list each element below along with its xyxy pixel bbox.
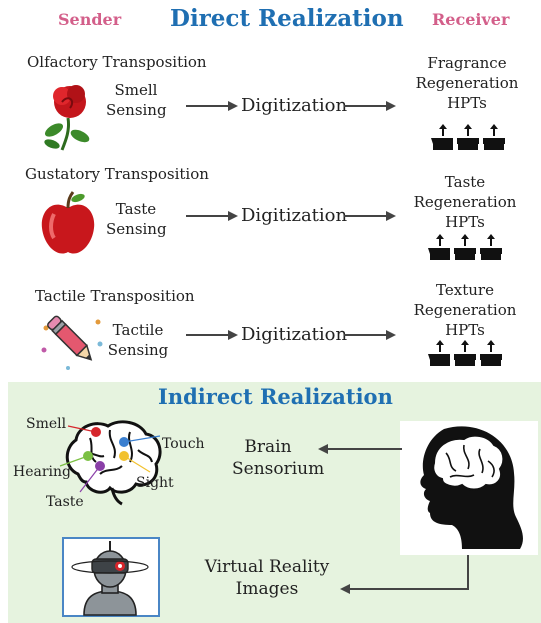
brain-sensorium-label: Brain Sensorium <box>232 436 325 480</box>
row3-arrow-left <box>186 330 238 340</box>
brain-label-hearing: Hearing <box>13 464 71 480</box>
receiver-header: Receiver <box>432 10 510 29</box>
row1-receiver-label: Fragrance Regeneration HPTs <box>402 53 532 113</box>
smell-sensing-line2: Sensing <box>106 101 167 119</box>
virtual-reality-images-label: Virtual Reality Images <box>202 556 332 600</box>
brain-label-sight: Sight <box>136 475 174 491</box>
taste-sensing-line2: Sensing <box>106 220 167 238</box>
tactile-sensing-label: Tactile Sensing <box>106 320 170 360</box>
row1-digitization: Digitization <box>241 95 348 116</box>
vr-user-icon <box>71 541 149 616</box>
row2-hpt-icon <box>428 234 502 260</box>
smell-sensing-line1: Smell <box>114 81 158 99</box>
row3-arrow-right <box>344 330 396 340</box>
row2-arrow-left <box>186 211 238 221</box>
smell-sensing-label: Smell Sensing <box>106 80 167 120</box>
row3-receiver-line3: HPTs <box>445 321 485 339</box>
tactile-sensing-line1: Tactile <box>112 321 164 339</box>
row2-receiver-line1: Taste <box>444 173 486 191</box>
head-to-vr-arrow <box>340 555 469 594</box>
olfactory-transposition-label: Olfactory Transposition <box>27 53 207 71</box>
row1-arrow-left <box>186 101 238 111</box>
vr-line2: Images <box>235 579 299 599</box>
row2-arrow-right <box>344 211 396 221</box>
row3-hpt-icon <box>428 340 502 366</box>
row3-receiver-label: Texture Regeneration HPTs <box>400 280 530 340</box>
row1-receiver-line1: Fragrance <box>427 54 507 72</box>
taste-sensing-line1: Taste <box>115 200 157 218</box>
row1-receiver-line2: Regeneration <box>415 74 519 92</box>
pencil-icon <box>41 315 103 370</box>
brain-label-touch: Touch <box>162 436 205 452</box>
rose-icon <box>44 85 90 151</box>
row1-arrow-right <box>344 101 396 111</box>
gustatory-transposition-label: Gustatory Transposition <box>25 165 209 183</box>
brain-sensorium-line2: Sensorium <box>232 459 325 479</box>
tactile-sensing-line2: Sensing <box>107 341 169 359</box>
head-to-sensorium-arrow <box>318 444 402 454</box>
apple-icon <box>41 191 95 254</box>
row1-hpt-icon <box>431 124 505 150</box>
direct-realization-title: Direct Realization <box>170 5 404 32</box>
head-silhouette-icon <box>420 426 523 549</box>
tactile-transposition-label: Tactile Transposition <box>35 287 195 305</box>
row2-digitization: Digitization <box>241 205 348 226</box>
row2-receiver-line2: Regeneration <box>413 193 517 211</box>
row3-receiver-line1: Texture <box>436 281 494 299</box>
indirect-realization-title: Indirect Realization <box>158 384 393 409</box>
row2-receiver-label: Taste Regeneration HPTs <box>400 172 530 232</box>
row3-receiver-line2: Regeneration <box>413 301 517 319</box>
row2-receiver-line3: HPTs <box>445 213 485 231</box>
row1-receiver-line3: HPTs <box>447 94 487 112</box>
brain-label-taste: Taste <box>46 494 84 510</box>
brain-label-smell: Smell <box>26 416 67 432</box>
sender-header: Sender <box>58 10 122 29</box>
row3-digitization: Digitization <box>241 324 348 345</box>
taste-sensing-label: Taste Sensing <box>106 199 167 239</box>
brain-sensorium-line1: Brain <box>244 437 292 457</box>
vr-line1: Virtual Reality <box>204 557 330 577</box>
